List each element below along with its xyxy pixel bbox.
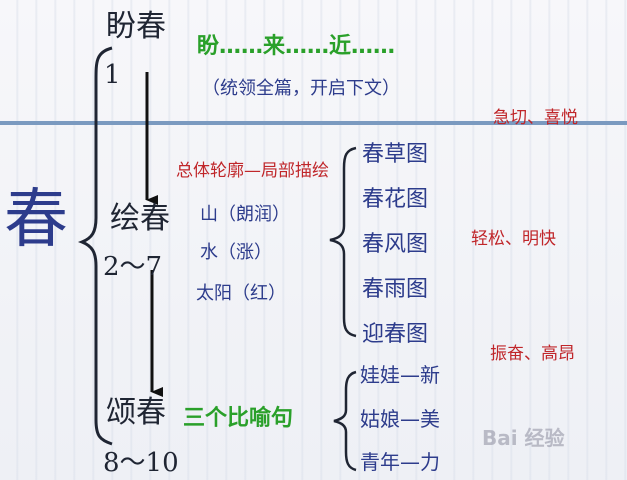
metaphors-brace — [333, 370, 357, 472]
divider-line — [0, 121, 627, 125]
song-mood: 振奋、高昂 — [490, 344, 575, 364]
section-3-range: 8～10 — [103, 448, 179, 478]
song-metaphor-2: 姑娘—美 — [360, 407, 440, 431]
song-metaphor-1: 娃娃—新 — [360, 363, 440, 387]
watermark: Bai 经验 — [482, 426, 565, 450]
pan-expectation: 盼……来……近…… — [197, 34, 396, 59]
section-3-title: 颂春 — [106, 395, 166, 430]
hui-picture-3: 春风图 — [362, 232, 429, 257]
main-brace — [77, 46, 113, 446]
hui-picture-5: 迎春图 — [362, 322, 429, 347]
section-2-title: 绘春 — [110, 201, 170, 236]
section-1-range: 1 — [104, 60, 121, 90]
pan-note: （统领全篇，开启下文） — [202, 78, 400, 99]
root-title: 春 — [4, 183, 68, 257]
hui-picture-4: 春雨图 — [362, 277, 429, 302]
hui-picture-2: 春花图 — [362, 187, 429, 212]
hui-mood: 轻松、明快 — [471, 229, 556, 249]
hui-picture-1: 春草图 — [362, 142, 429, 167]
hui-method: 总体轮廓—局部描绘 — [176, 161, 329, 181]
section-2-range: 2～7 — [103, 252, 163, 282]
hui-feature-3: 太阳（红） — [196, 283, 286, 304]
hui-feature-1: 山（朗润） — [200, 204, 290, 225]
song-metaphor-3: 青年—力 — [360, 450, 440, 474]
section-1-title: 盼春 — [106, 9, 166, 44]
song-device: 三个比喻句 — [183, 406, 294, 431]
hui-feature-2: 水（涨） — [200, 242, 272, 263]
pan-mood: 急切、喜悦 — [493, 108, 578, 128]
pictures-brace — [329, 146, 357, 338]
